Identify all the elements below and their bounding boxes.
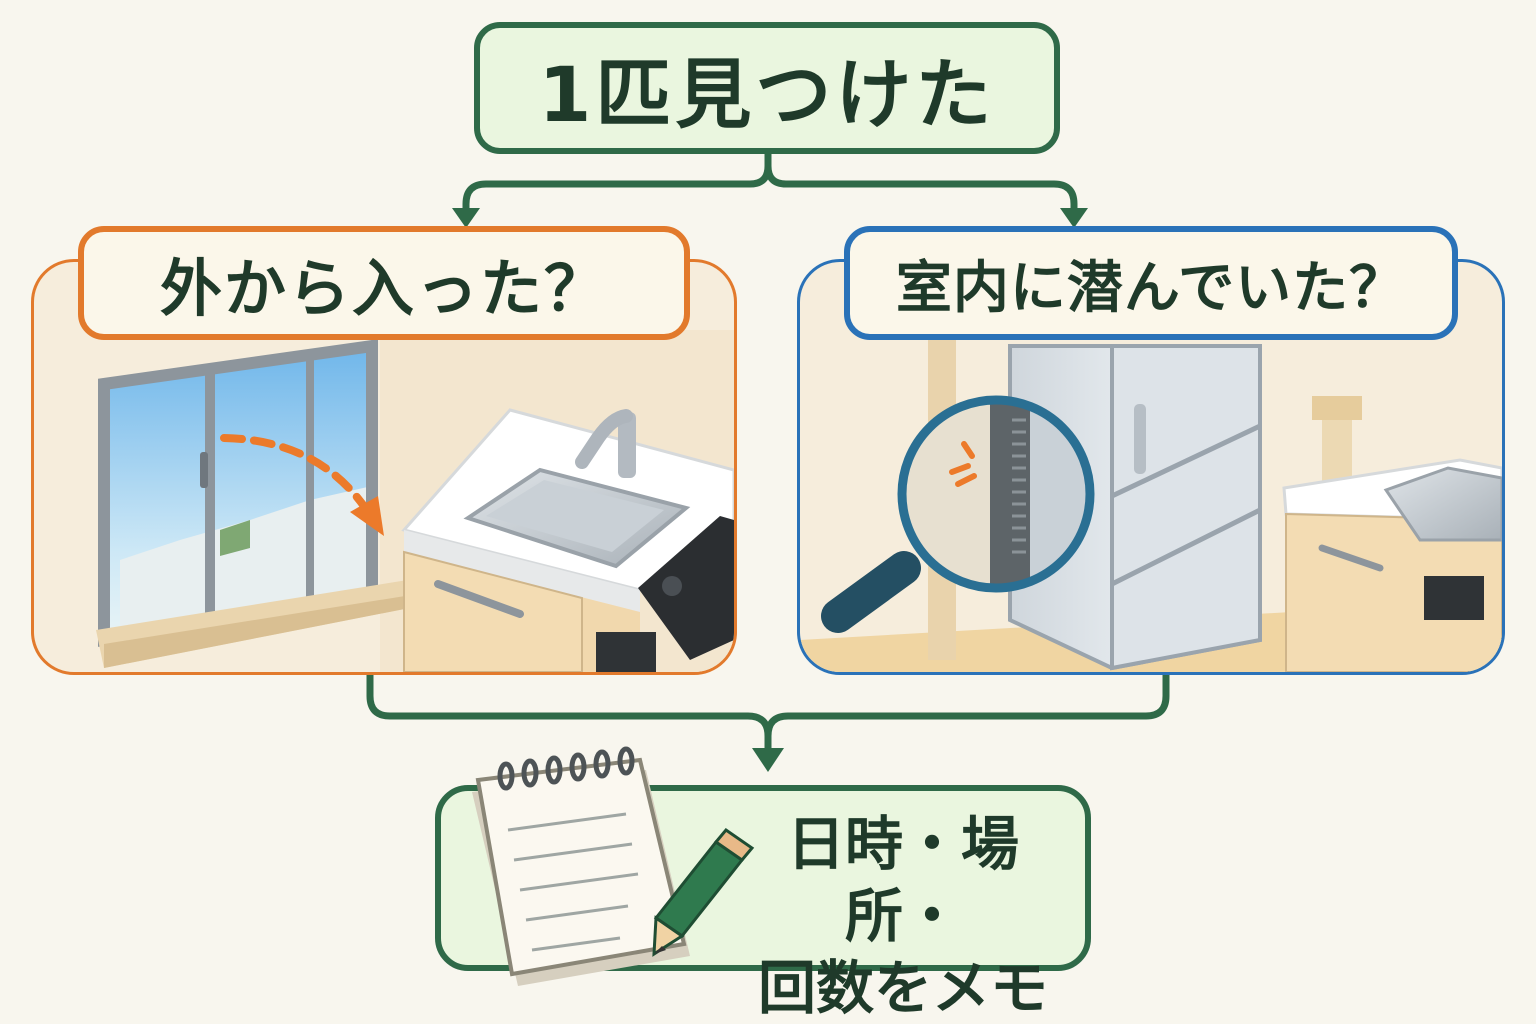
dashed-arrow-icon	[220, 434, 372, 516]
right-question-box: 室内に潜んでいた？	[844, 226, 1458, 340]
connector-top	[462, 150, 1078, 218]
result-text: 日時・場所・ 回数をメモ	[730, 808, 1076, 1024]
magnifier-icon	[821, 395, 1095, 633]
arrow-head-bottom	[752, 748, 784, 772]
notepad-icon	[472, 746, 690, 986]
left-question-text: 外から入った？	[159, 252, 608, 325]
left-question-box: 外から入った？	[78, 226, 690, 340]
window-illustration	[96, 339, 430, 668]
title-box: 1匹見つけた	[474, 22, 1060, 154]
connector-bottom	[366, 668, 1170, 756]
pencil-icon	[652, 827, 755, 957]
refrigerator-illustration	[1008, 344, 1262, 671]
result-line-2: 回数をメモ	[757, 954, 1048, 1022]
arrow-head-right	[1060, 208, 1088, 228]
kitchen-sink-illustration	[401, 408, 734, 672]
title-text: 1匹見つけた	[538, 50, 996, 139]
right-question-text: 室内に潜んでいた？	[895, 255, 1407, 321]
arrow-head-left	[452, 208, 480, 228]
result-line-1: 日時・場所・	[786, 810, 1019, 950]
